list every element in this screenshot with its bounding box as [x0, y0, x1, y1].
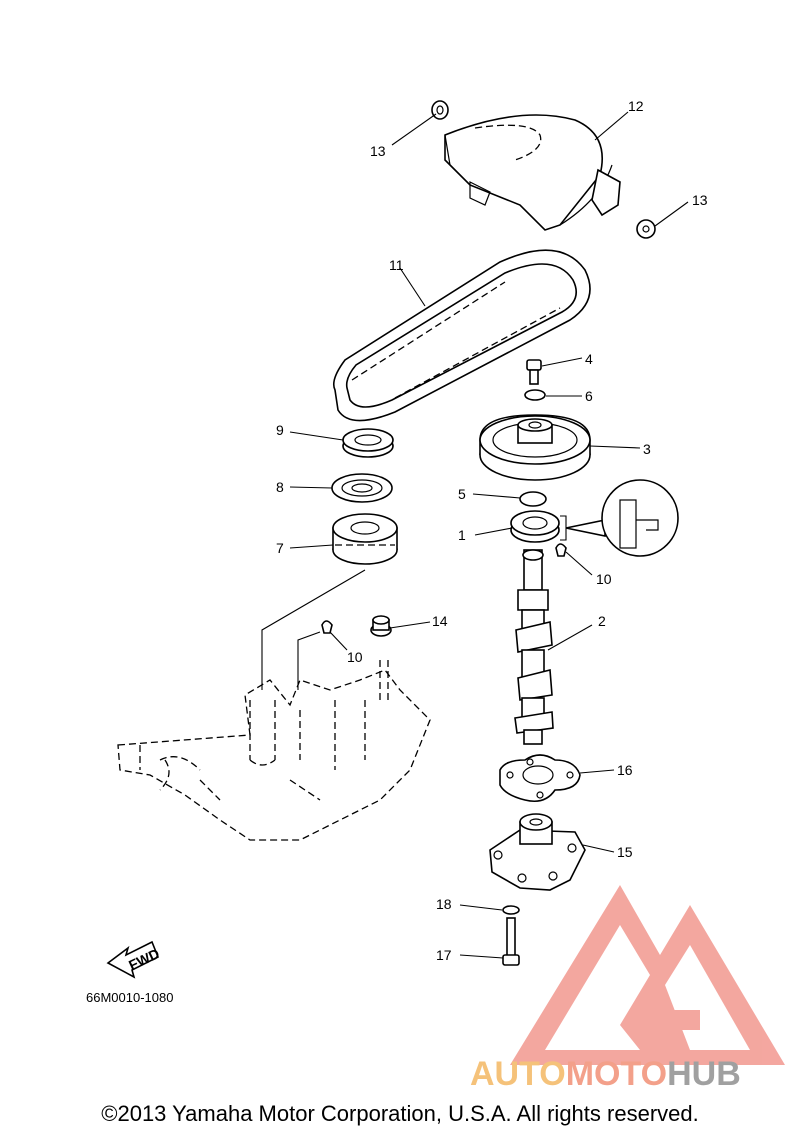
- leader-lines: [289, 111, 689, 959]
- callout-16: 16: [617, 762, 633, 778]
- callout-labels: 1 2 3 4 5 6 7 8 9 10 10 11 12 13 13 14 1…: [276, 98, 708, 963]
- callout-1: 1: [458, 527, 466, 543]
- callout-17: 17: [436, 947, 452, 963]
- callout-13b: 13: [692, 192, 708, 208]
- part-13-grommet-top: [431, 100, 449, 120]
- watermark-text: AUTOMOTOHUB: [470, 1055, 741, 1094]
- part-16-gasket: [499, 754, 581, 803]
- part-3-cam-pulley: [479, 414, 591, 481]
- callout-3: 3: [643, 441, 651, 457]
- fwd-label: FWD: [126, 945, 162, 973]
- callout-5: 5: [458, 486, 466, 502]
- part-7-crank-pulley: [332, 513, 398, 565]
- callout-7: 7: [276, 540, 284, 556]
- callout-8: 8: [276, 479, 284, 495]
- watermark-text-part3: HUB: [667, 1055, 741, 1093]
- seal-orientation-detail: [560, 479, 679, 557]
- part-14-plug: [370, 615, 392, 637]
- callout-2: 2: [598, 613, 606, 629]
- catalog-code: 66M0010-1080: [86, 990, 174, 1005]
- copyright-notice: ©2013 Yamaha Motor Corporation, U.S.A. A…: [101, 1101, 699, 1126]
- part-11-timing-belt: [332, 249, 591, 422]
- callout-14: 14: [432, 613, 448, 629]
- callout-15: 15: [617, 844, 633, 860]
- part-1-oil-seal: [510, 510, 560, 543]
- part-13-grommet-bottom: [636, 219, 656, 239]
- part-6-washer: [524, 389, 546, 401]
- watermark-text-part1: AUTO: [470, 1055, 566, 1093]
- part-12-belt-cover: [444, 114, 621, 231]
- callout-10a: 10: [596, 571, 612, 587]
- part-18-washer: [502, 905, 520, 915]
- part-2-camshaft: [514, 549, 554, 745]
- part-17-bolt: [502, 917, 520, 966]
- watermark-text-part2: MOTO: [565, 1055, 668, 1093]
- part-9-seal: [342, 428, 394, 458]
- watermark-logo: [510, 885, 785, 1065]
- callout-10b: 10: [347, 649, 363, 665]
- callout-6: 6: [585, 388, 593, 404]
- callout-13a: 13: [370, 143, 386, 159]
- callout-9: 9: [276, 422, 284, 438]
- part-15-oil-pump: [489, 813, 586, 891]
- forward-direction-arrow: FWD: [106, 940, 162, 979]
- callout-11: 11: [389, 257, 404, 273]
- callout-12: 12: [628, 98, 644, 114]
- callout-4: 4: [585, 351, 593, 367]
- callout-18: 18: [436, 896, 452, 912]
- part-10-pin-a: [555, 543, 567, 557]
- part-10-pin-b: [321, 620, 333, 634]
- part-8-plate: [331, 473, 393, 503]
- part-4-bolt: [526, 359, 542, 385]
- part-5-o-ring: [519, 491, 547, 507]
- crankcase-reference: [117, 569, 431, 841]
